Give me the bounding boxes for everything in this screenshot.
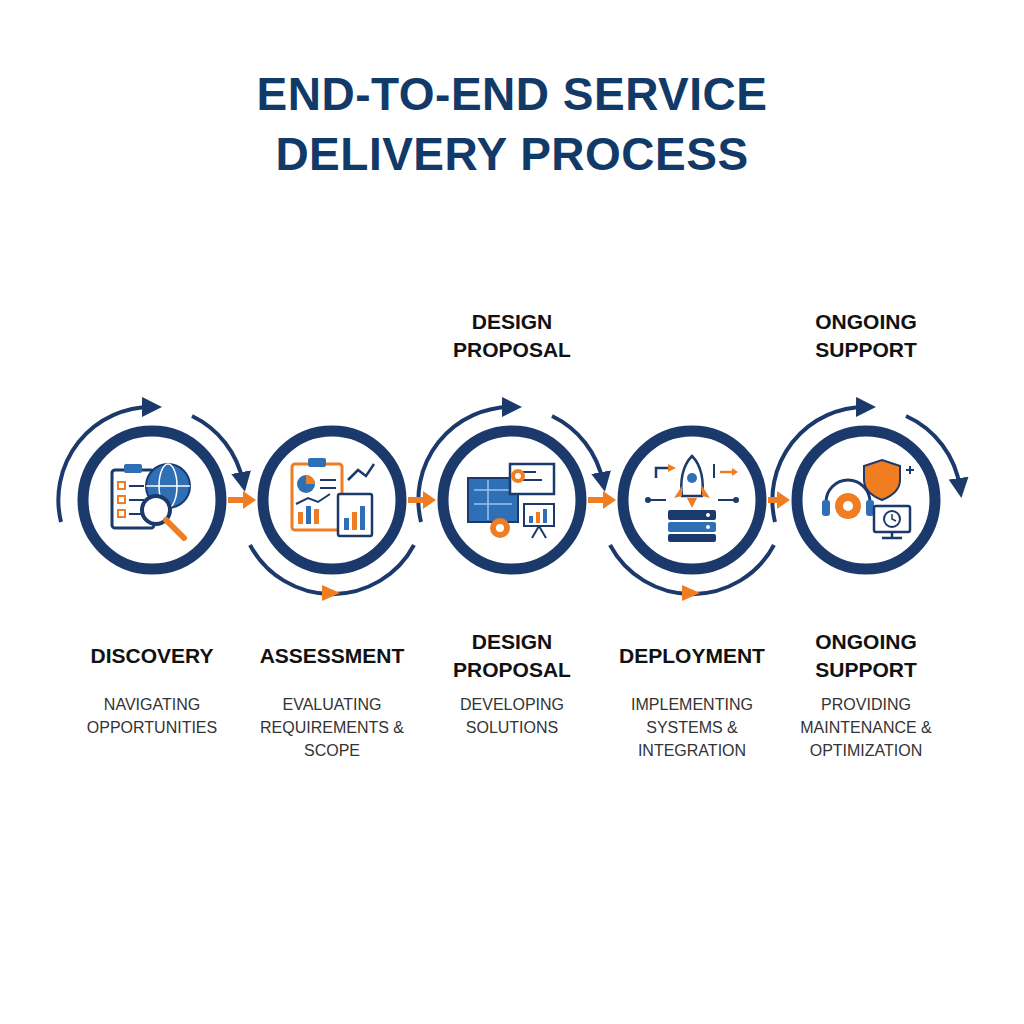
process-circle: ASSESSMENTEVALUATING REQUIREMENTS & SCOP…	[257, 425, 407, 575]
process-circle: DEPLOYMENTIMPLEMENTING SYSTEMS & INTEGRA…	[617, 425, 767, 575]
process-circle: DESIGN PROPOSALDEVELOPING SOLUTIONS	[437, 425, 587, 575]
ring-outline	[443, 431, 581, 569]
step-heading: DESIGN PROPOSAL	[422, 627, 602, 685]
process-circle: DISCOVERYNAVIGATING OPPORTUNITIES	[77, 425, 227, 575]
step-description: IMPLEMENTING SYSTEMS & INTEGRATION	[607, 693, 777, 762]
circle-ring	[77, 425, 227, 575]
flow-arrow	[228, 491, 256, 509]
diagram-title: END-TO-END SERVICE DELIVERY PROCESS	[202, 64, 822, 184]
arrow-shaft	[588, 497, 606, 503]
circle-ring	[257, 425, 407, 575]
flow-arrow	[768, 491, 790, 509]
arrow-shaft	[768, 497, 780, 503]
step-heading: DEPLOYMENT	[602, 627, 782, 685]
step-heading: DISCOVERY	[62, 627, 242, 685]
flow-arrow	[588, 491, 616, 509]
step-heading: ASSESSMENT	[242, 627, 422, 685]
arrow-head	[243, 491, 256, 509]
orange-arrowhead	[682, 585, 700, 601]
ring-outline	[83, 431, 221, 569]
ring-outline	[263, 431, 401, 569]
arrow-head	[423, 491, 436, 509]
arrow-shaft	[408, 497, 426, 503]
flow-arrow	[408, 491, 436, 509]
arrow-shaft	[228, 497, 246, 503]
ring-outline	[797, 431, 935, 569]
step-label: DESIGN PROPOSAL	[422, 306, 602, 366]
step-label: ONGOING SUPPORT	[776, 306, 956, 366]
step-description: NAVIGATING OPPORTUNITIES	[67, 693, 237, 739]
orange-arrowhead	[322, 585, 340, 601]
arrow-head	[777, 491, 790, 509]
step-description: EVALUATING REQUIREMENTS & SCOPE	[247, 693, 417, 762]
ring-outline	[623, 431, 761, 569]
circle-ring	[617, 425, 767, 575]
step-description: DEVELOPING SOLUTIONS	[427, 693, 597, 739]
circle-ring	[791, 425, 941, 575]
circle-ring	[437, 425, 587, 575]
step-heading: ONGOING SUPPORT	[776, 627, 956, 685]
step-description: PROVIDING MAINTENANCE & OPTIMIZATION	[781, 693, 951, 762]
arrow-head	[603, 491, 616, 509]
process-circle: ONGOING SUPPORTPROVIDING MAINTENANCE & O…	[791, 425, 941, 575]
